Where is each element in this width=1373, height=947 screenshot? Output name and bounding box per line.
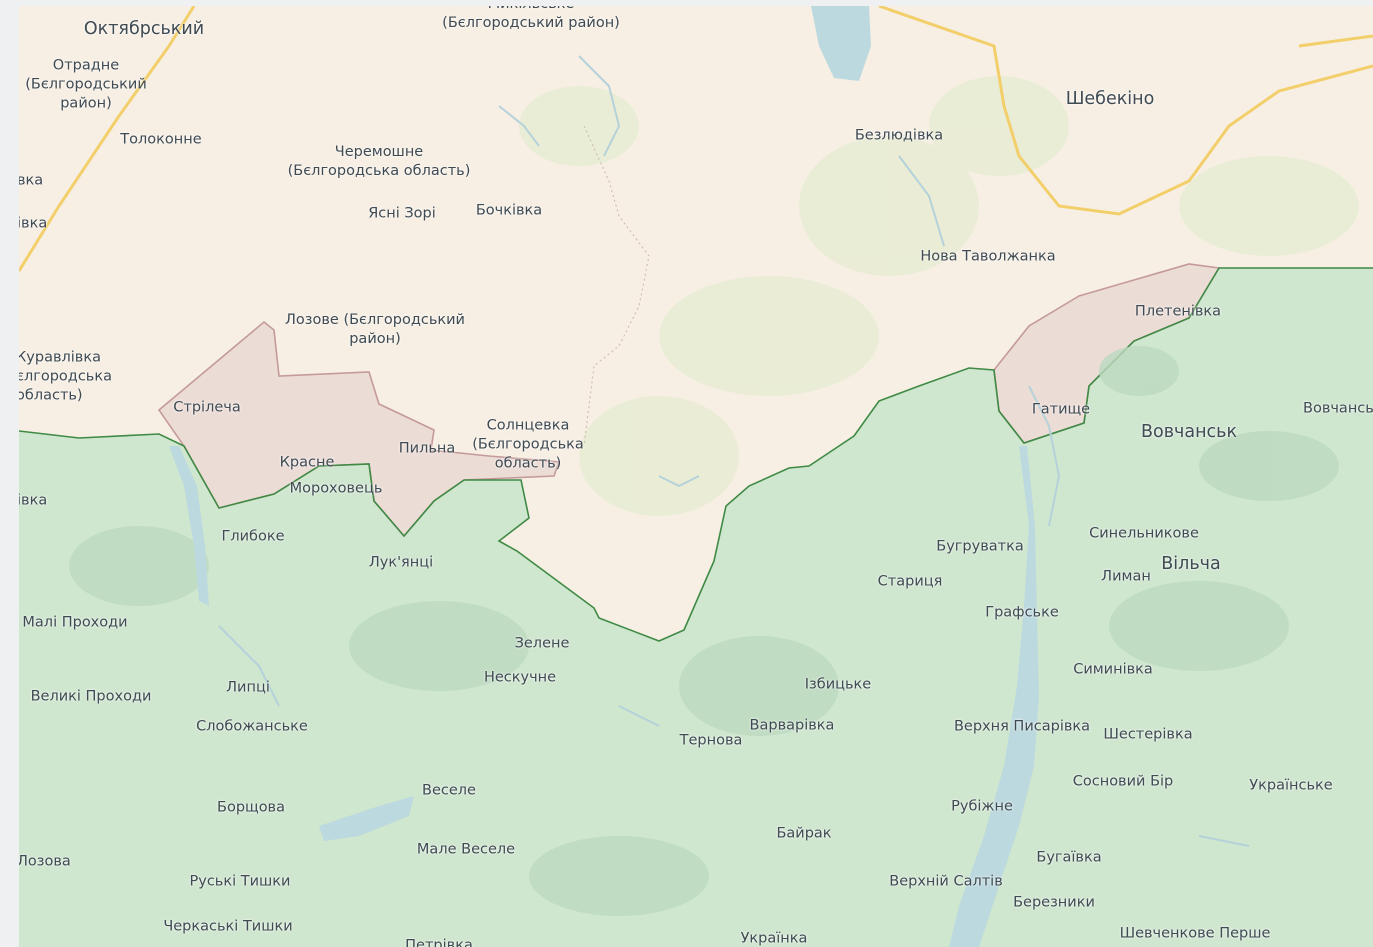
label-pletenivka[interactable]: Плетенівка: [1134, 303, 1222, 320]
label-mali-prokhody[interactable]: Малі Проходи: [22, 614, 128, 631]
label-slobozhanske[interactable]: Слобожанське: [196, 718, 308, 735]
label-vesele[interactable]: Веселе: [422, 782, 476, 799]
label-verkhnia-pysarivka[interactable]: Верхня Писарівка: [953, 718, 1091, 735]
pechenihy-reservoir: [949, 446, 1039, 947]
streams: [218, 55, 1250, 847]
label-izbytske[interactable]: Ізбицьке: [804, 676, 872, 693]
label-neskuchne[interactable]: Нескучне: [483, 669, 557, 686]
highway-east: [1298, 34, 1373, 48]
label-rubizhne[interactable]: Рубіжне: [951, 798, 1013, 815]
label-pylna[interactable]: Пильна: [398, 440, 456, 457]
label-verkhnii-saltiv[interactable]: Верхній Салтів: [889, 873, 1003, 890]
label-sosnovyi-bir[interactable]: Сосновий Бір: [1072, 773, 1174, 790]
label-bereznyky[interactable]: Березники: [1013, 894, 1095, 911]
label-symynivka[interactable]: Симинівка: [1073, 661, 1153, 678]
river-vovcha: [169, 446, 209, 606]
label-otradne[interactable]: Отрадне (Бєлгородський район): [25, 57, 147, 112]
label-mykilske[interactable]: Микільське (Бєлгородський район): [442, 6, 620, 31]
label-lozova[interactable]: Лозова: [19, 853, 71, 870]
label-bezliudivka[interactable]: Безлюдівка: [854, 127, 944, 144]
label-nova-tavolzhanka[interactable]: Нова Таволжанка: [920, 248, 1056, 265]
label-morokhovets[interactable]: Мороховець: [289, 480, 383, 497]
map-canvas[interactable]: [19, 6, 1373, 947]
oblast-boundary: [583, 125, 650, 447]
label-baidak[interactable]: Байрак: [776, 825, 832, 842]
label-borshchova[interactable]: Борщова: [217, 799, 285, 816]
label-solntsevka[interactable]: Солнцевка (Бєлгородська область): [472, 417, 584, 472]
label-zelene[interactable]: Зелене: [514, 635, 570, 652]
label-petrivka[interactable]: Петрівка: [405, 937, 473, 947]
label-strilecha[interactable]: Стрілеча: [173, 399, 241, 416]
map-viewport[interactable]: Октябрський Микільське (Бєлгородський ра…: [19, 6, 1373, 947]
label-male-vesele[interactable]: Мале Веселе: [416, 841, 516, 858]
label-ukrainske[interactable]: Українське: [1249, 777, 1333, 794]
label-lyman[interactable]: Лиман: [1101, 568, 1151, 585]
label-edge-ivka[interactable]: івка: [19, 215, 48, 232]
label-lozove[interactable]: Лозове (Бєлгородський район): [285, 312, 465, 347]
label-oktiabrskyi[interactable]: Октябрський: [83, 19, 205, 39]
highway-west: [19, 6, 196, 272]
label-vovchansk[interactable]: Вовчанськ: [1140, 422, 1238, 442]
label-edge-vka[interactable]: вка: [19, 172, 44, 189]
label-shebekino[interactable]: Шебекіно: [1065, 89, 1155, 109]
label-ruski-tyshky[interactable]: Руські Тишки: [189, 873, 291, 890]
label-tolokonne[interactable]: Толоконне: [120, 131, 202, 148]
frontline: [19, 267, 1373, 642]
label-ukrainka[interactable]: Українка: [740, 930, 808, 947]
label-krasne[interactable]: Красне: [279, 454, 335, 471]
label-buhaivka[interactable]: Бугаївка: [1036, 849, 1102, 866]
label-vovchansk-edge[interactable]: Вовчанськ: [1303, 400, 1373, 417]
label-cherkaski-tyshky[interactable]: Черкаські Тишки: [163, 918, 293, 935]
label-shesterivka[interactable]: Шестерівка: [1103, 726, 1193, 743]
label-lyptsi[interactable]: Липці: [226, 679, 270, 696]
label-bochkivka[interactable]: Бочківка: [475, 202, 543, 219]
label-lukiantsi[interactable]: Лук'янці: [368, 554, 434, 571]
label-hrafske[interactable]: Графське: [985, 604, 1059, 621]
label-buhruvatka[interactable]: Бугруватка: [936, 538, 1024, 555]
label-shevchenkove-pershe[interactable]: Шевченкове Перше: [1119, 925, 1271, 942]
label-varvarivka[interactable]: Варварівка: [749, 717, 835, 734]
label-starytsia[interactable]: Стариця: [877, 573, 943, 590]
ukraine-controlled-territory: [19, 268, 1373, 947]
label-synelnykove[interactable]: Синельникове: [1089, 525, 1199, 542]
label-ternova[interactable]: Тернова: [679, 732, 743, 749]
water-bodies: [169, 6, 1039, 947]
label-vilcha[interactable]: Вільча: [1161, 554, 1221, 574]
forest-patches-ukraine: [69, 346, 1339, 916]
label-velyki-prokhody[interactable]: Великі Проходи: [30, 688, 152, 705]
label-edge-ivka2[interactable]: івка: [19, 492, 48, 509]
label-kuravlivka[interactable]: Куравлівка єлгородська область): [19, 349, 112, 404]
label-yasni-zori[interactable]: Ясні Зорі: [368, 205, 436, 222]
label-hlyboke[interactable]: Глибоке: [221, 528, 285, 545]
label-hatyshche[interactable]: Гатище: [1031, 401, 1091, 418]
lake-vesele: [319, 796, 414, 841]
highways: [19, 6, 1373, 272]
highway-shebekino: [878, 6, 1373, 216]
reservoir-north: [811, 6, 871, 81]
label-cheremoshne[interactable]: Черемошне (Бєлгородська область): [287, 144, 471, 179]
